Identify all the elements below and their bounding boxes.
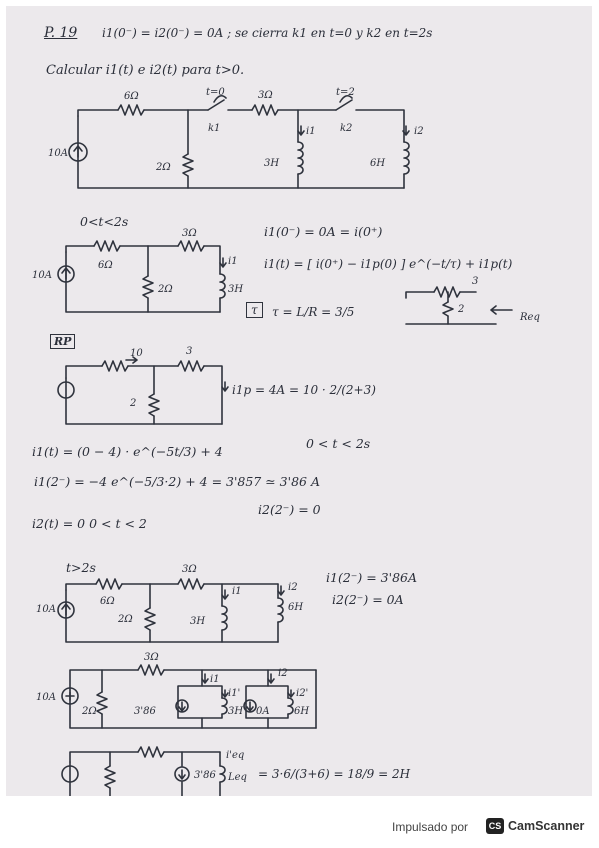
interval2-ic1: i1(2⁻) = 3'86A [326, 570, 417, 585]
tau-equation: τ = L/R = 3/5 [272, 305, 355, 319]
i2-r2-label: 2Ω [117, 614, 133, 625]
interval2-heading: t>2s [66, 560, 96, 575]
powered-by-text: Impulsado por [392, 820, 469, 834]
circuit-equivalent: 3'86 i'eq Leq [61, 746, 247, 796]
leq-equation: = 3·6/(3+6) = 18/9 = 2H [258, 767, 411, 781]
c4-src386-label: 3'86 [134, 706, 156, 717]
circuit-ic-equivalent: 10A 3Ω 2Ω 3'86 i1 i1' 3H 0A i2 i2' 6H [36, 652, 317, 729]
c4-l6-label: 6H [294, 706, 309, 717]
c1-k2-time: t=2 [336, 87, 355, 98]
i2-i1-label: i1 [232, 586, 242, 597]
i2-i2-label: i2 [288, 582, 298, 593]
interval1-eq1: i1(0⁻) = 0A = i(0⁺) [264, 224, 383, 239]
c4-source-label: 10A [36, 692, 56, 703]
i2-r6-label: 6Ω [100, 596, 115, 607]
scanned-page: P. 19 i1(0⁻) = i2(0⁻) = 0A ; se cierra k… [6, 6, 592, 796]
c1-i1-label: i1 [306, 126, 316, 137]
c4-i1p-label: i1' [228, 688, 240, 699]
i1-r3-label: 3Ω [182, 228, 197, 239]
interval1-heading: 0<t<2s [80, 214, 129, 229]
result-i2t: i2(t) = 0 0 < t < 2 [32, 516, 147, 531]
req-r2-label: 2 [457, 304, 464, 315]
c1-k1-time: t=0 [206, 87, 225, 98]
i2-source-label: 10A [36, 604, 56, 615]
c1-k1-label: k1 [208, 123, 220, 134]
circuit-original: 10A 6Ω 2Ω t=0 k1 3Ω i1 3H t=2 k2 i2 6H [48, 87, 424, 189]
result-i1-2minus: i1(2⁻) = −4 e^(−5/3·2) + 4 = 3'857 ≃ 3'8… [34, 474, 320, 489]
c4-l3-label: 3H [228, 706, 243, 717]
c4-r3-label: 3Ω [144, 652, 159, 663]
c1-l3-label: 3H [264, 158, 279, 169]
rp-equation: i1p = 4A = 10 · 2/(2+3) [232, 383, 376, 397]
c1-l6-label: 6H [370, 158, 385, 169]
camscanner-brand: CamScanner [508, 819, 585, 833]
i1-l3-label: 3H [228, 284, 243, 295]
circuit-interval2: 10A 6Ω 3Ω 2Ω 3H i1 i2 6H [36, 564, 303, 643]
i1-r2-label: 2Ω [157, 284, 173, 295]
req-r3-label: 3 [472, 276, 478, 287]
c1-k2-label: k2 [340, 123, 352, 134]
c4-i2-label: i2 [278, 668, 288, 679]
i2-l3-label: 3H [190, 616, 205, 627]
c5-leq-label: Leq [227, 772, 247, 783]
problem-number: P. 19 [44, 25, 78, 41]
c4-src0-label: 0A [256, 706, 270, 717]
circuit-interval1: 10A 6Ω 3Ω 2Ω i1 3H [32, 228, 243, 313]
interval2-ic2: i2(2⁻) = 0A [332, 592, 404, 607]
interval1-eq2: i1(t) = [ i(0⁺) − i1p(0) ] e^(−t/τ) + i1… [264, 257, 513, 271]
i1-source-label: 10A [32, 270, 52, 281]
rp-r3-label: 3 [186, 346, 192, 357]
c1-r3-label: 3Ω [258, 90, 273, 101]
req-label: Req [519, 312, 540, 323]
c4-i2p-label: i2' [296, 688, 308, 699]
result-i2-2minus: i2(2⁻) = 0 [258, 502, 321, 517]
c4-i1-label: i1 [210, 674, 220, 685]
problem-statement: i1(0⁻) = i2(0⁻) = 0A ; se cierra k1 en t… [102, 26, 433, 40]
problem-task: Calcular i1(t) e i2(t) para t>0. [46, 63, 245, 78]
i2-l6-label: 6H [288, 602, 303, 613]
rp-label: RP [50, 334, 76, 349]
result-i1t: i1(t) = (0 − 4) · e^(−5t/3) + 4 [32, 444, 223, 459]
i2-r3-label: 3Ω [182, 564, 197, 575]
i1-r6-label: 6Ω [98, 260, 113, 271]
i1-i1-label: i1 [228, 256, 238, 267]
scanner-footer: Impulsado por CS CamScanner [0, 808, 599, 848]
result-range1: 0 < t < 2s [306, 436, 371, 451]
rp-r2-label: 2 [129, 398, 136, 409]
circuit-rp: 10 3 2 [57, 346, 229, 425]
c1-r2-label: 2Ω [155, 162, 171, 173]
c1-i2-label: i2 [414, 126, 424, 137]
c5-ieq-label: i'eq [226, 750, 244, 761]
c5-src386-label: 3'86 [194, 770, 216, 781]
camscanner-logo-icon: CS [486, 818, 504, 834]
rp-r10-label: 10 [130, 348, 143, 359]
tau-box: τ [246, 302, 263, 318]
req-circuit: 3 2 Req [405, 276, 540, 325]
c4-r2-label: 2Ω [81, 706, 97, 717]
c1-source-label: 10A [48, 148, 68, 159]
c1-r6-label: 6Ω [124, 91, 139, 102]
